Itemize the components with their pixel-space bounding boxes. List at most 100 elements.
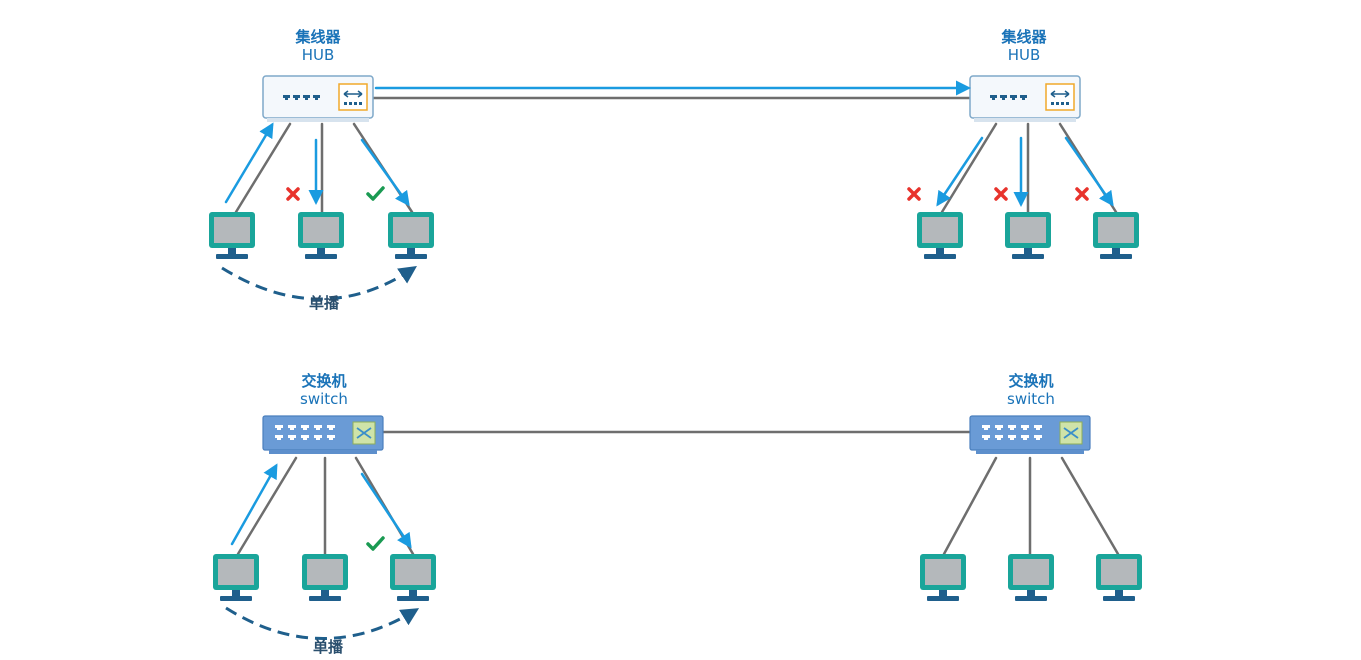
- hub-right-icon-dot-1: [1056, 102, 1059, 105]
- pc-hub-left-2-icon-neck: [317, 248, 325, 254]
- pc-switch-right-2-icon-screen: [1013, 559, 1049, 585]
- hub-right-cross-3-icon: [1075, 187, 1089, 201]
- hub-right-link-1: [940, 122, 998, 214]
- pc-switch-left-2-icon-neck: [321, 590, 329, 596]
- pc-hub-left-1-icon-screen: [214, 217, 250, 243]
- pc-switch-left-3-icon: [390, 554, 436, 601]
- hub-left-icon-base: [267, 118, 369, 122]
- pc-hub-right-3-icon-neck: [1112, 248, 1120, 254]
- switch-left-icon-port-0-2: [301, 425, 309, 430]
- pc-switch-right-3-icon: [1096, 554, 1142, 601]
- switch-right-label: 交换机 switch: [971, 372, 1091, 408]
- pc-hub-right-3-icon-screen: [1098, 217, 1134, 243]
- devices-layer: [209, 75, 1142, 601]
- hub-left-icon-port-1: [293, 95, 300, 100]
- pc-switch-right-1-icon: [920, 554, 966, 601]
- hub-left-icon: [262, 75, 374, 122]
- pc-switch-right-1-icon-neck: [939, 590, 947, 596]
- pc-hub-left-3-icon-stand: [395, 254, 427, 259]
- switch-right-icon-port-0-0: [982, 425, 990, 430]
- switch-right-icon-port-1-4: [1034, 435, 1042, 440]
- pc-switch-left-1-icon-neck: [232, 590, 240, 596]
- switch-left-icon-port-0-0: [275, 425, 283, 430]
- hub-right-down-left-arrow: [936, 136, 984, 207]
- hub-left-cross-icon-b: [286, 187, 300, 201]
- switch-right-icon-cross-arrows-icon: [1063, 427, 1079, 439]
- hub-right-icon: [969, 75, 1081, 122]
- switch-left-label: 交换机 switch: [264, 372, 384, 408]
- switch-left-icon-base: [269, 450, 377, 454]
- unicast-bottom-label: 单播: [312, 638, 343, 656]
- pc-hub-right-3-icon: [1093, 212, 1139, 259]
- hub-right-cross-1-icon-b: [907, 187, 921, 201]
- pc-switch-left-3-icon-stand: [397, 596, 429, 601]
- pc-hub-right-3-icon-stand: [1100, 254, 1132, 259]
- switch-right-icon-port-0-1: [995, 425, 1003, 430]
- switch-right-link-1: [942, 456, 998, 556]
- switch-left-up-arrow: [230, 463, 278, 546]
- pc-hub-right-2-icon-neck: [1024, 248, 1032, 254]
- marks-layer: [221, 80, 1114, 640]
- switch-right-icon-base: [976, 450, 1084, 454]
- pc-switch-left-3-icon-neck: [409, 590, 417, 596]
- switch-left-icon-cross-arrows-icon: [356, 427, 372, 439]
- hub-left-icon-indicator: [338, 83, 368, 111]
- pc-hub-right-1-icon-screen: [922, 217, 958, 243]
- switch-right-icon-port-1-1: [995, 435, 1003, 440]
- switch-left-link-1: [236, 456, 298, 556]
- hub-left-down-right-arrow: [360, 138, 410, 207]
- hub-left-icon-port-0: [283, 95, 290, 100]
- pc-switch-left-2-icon-screen: [307, 559, 343, 585]
- hub-right-icon-port-2: [1010, 95, 1017, 100]
- unicast-top-label: 单播: [308, 294, 339, 312]
- pc-switch-left-3-icon-screen: [395, 559, 431, 585]
- hub-right-icon-dot-2: [1061, 102, 1064, 105]
- switch-left-label-en: switch: [300, 390, 348, 408]
- pc-hub-right-1-icon-stand: [924, 254, 956, 259]
- hub-left-icon-dot-2: [354, 102, 357, 105]
- switch-right-label-en: switch: [1007, 390, 1055, 408]
- pc-switch-right-3-icon-neck: [1115, 590, 1123, 596]
- switch-right-icon-port-1-3: [1021, 435, 1029, 440]
- switch-left-icon-port-0-4: [327, 425, 335, 430]
- pc-hub-left-2-icon: [298, 212, 344, 259]
- switch-right-icon-port-0-3: [1021, 425, 1029, 430]
- hub-right-label-en: HUB: [1007, 46, 1041, 64]
- switch-right-icon-port-1-2: [1008, 435, 1016, 440]
- hub-right-cross-1-icon: [907, 187, 921, 201]
- unicast-top-arc: [221, 265, 417, 301]
- hub-right-icon-port-1: [1000, 95, 1007, 100]
- switch-right-icon-port-0-2: [1008, 425, 1016, 430]
- hub-right-label: 集线器 HUB: [964, 28, 1084, 64]
- switch-left-icon: [262, 415, 384, 454]
- pc-hub-right-2-icon: [1005, 212, 1051, 259]
- switch-left-icon-port-1-4: [327, 435, 335, 440]
- pc-switch-right-3-icon-screen: [1101, 559, 1137, 585]
- hub-right-icon-dot-0: [1051, 102, 1054, 105]
- hub-right-icon-base: [974, 118, 1076, 122]
- switch-left-icon-port-0-3: [314, 425, 322, 430]
- hub-right-icon-bidir-icon: [1050, 90, 1070, 98]
- switch-right-icon: [969, 415, 1091, 454]
- pc-hub-right-2-icon-screen: [1010, 217, 1046, 243]
- pc-switch-left-1-icon-stand: [220, 596, 252, 601]
- switch-right-icon-port-0-4: [1034, 425, 1042, 430]
- switch-left-icon-port-1-0: [275, 435, 283, 440]
- pc-hub-left-1-icon-neck: [228, 248, 236, 254]
- switch-left-icon-port-1-2: [301, 435, 309, 440]
- pc-switch-right-2-icon-neck: [1027, 590, 1035, 596]
- pc-hub-left-3-icon: [388, 212, 434, 259]
- hub-right-cross-3-icon-b: [1075, 187, 1089, 201]
- pc-hub-left-1-icon-stand: [216, 254, 248, 259]
- hub-left-label: 集线器 HUB: [258, 28, 378, 64]
- switch-right-link-3: [1060, 456, 1120, 556]
- switch-right-label-cn: 交换机: [1008, 372, 1054, 390]
- hub-left-icon-port-3: [313, 95, 320, 100]
- pc-hub-left-3-icon-screen: [393, 217, 429, 243]
- hub-left-icon-dot-1: [349, 102, 352, 105]
- hub-right-icon-indicator: [1045, 83, 1075, 111]
- hub-right-icon-dot-3: [1066, 102, 1069, 105]
- pc-hub-right-2-icon-stand: [1012, 254, 1044, 259]
